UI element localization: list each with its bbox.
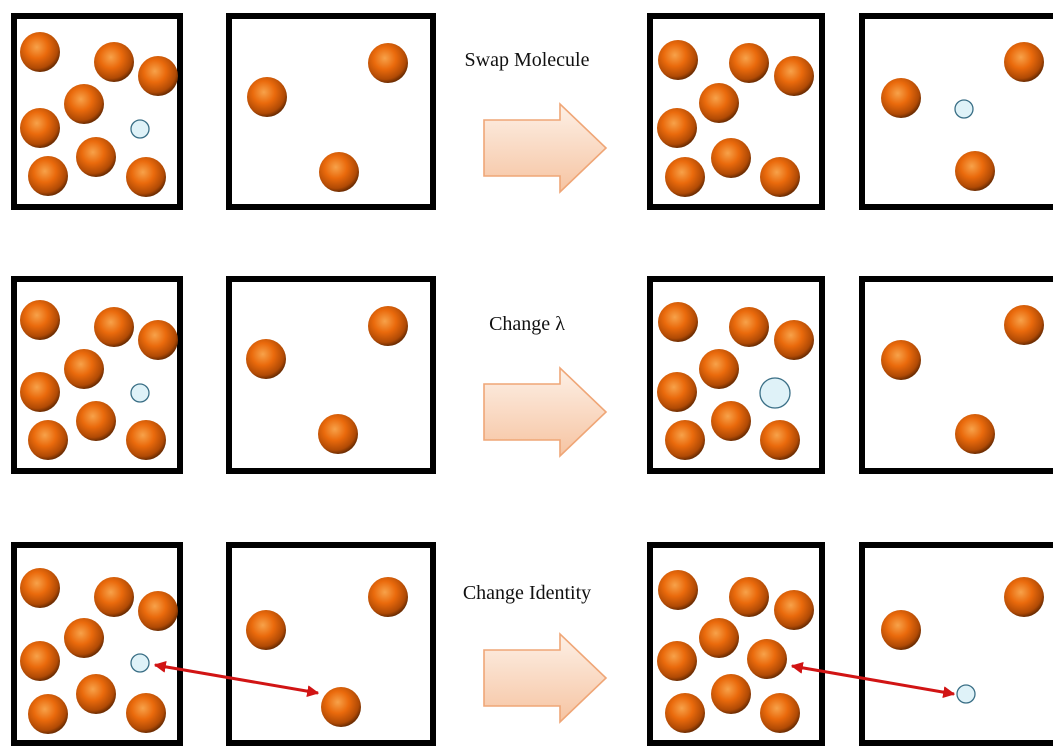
row-3: Change Identity — [11, 542, 1053, 746]
large-molecule — [1004, 577, 1044, 617]
large-molecule — [94, 577, 134, 617]
large-molecule — [729, 577, 769, 617]
large-molecule — [760, 157, 800, 197]
large-molecule — [881, 340, 921, 380]
transition-arrow — [483, 366, 608, 458]
large-molecule — [699, 349, 739, 389]
small-molecule — [956, 684, 976, 704]
large-molecule — [657, 372, 697, 412]
large-molecule — [28, 156, 68, 196]
large-molecule — [729, 307, 769, 347]
large-molecule — [368, 306, 408, 346]
large-molecule — [760, 693, 800, 733]
transition-arrow — [483, 632, 608, 724]
operation-label: Change Identity — [463, 582, 591, 604]
large-molecule — [28, 420, 68, 460]
large-molecule — [699, 83, 739, 123]
large-molecule — [126, 693, 166, 733]
large-molecule — [658, 570, 698, 610]
large-molecule — [955, 151, 995, 191]
row-2: Change λ — [11, 276, 1053, 474]
large-molecule — [657, 641, 697, 681]
large-molecule — [76, 401, 116, 441]
large-molecule — [246, 610, 286, 650]
large-molecule — [20, 641, 60, 681]
large-molecule — [711, 401, 751, 441]
operation-label: Swap Molecule — [465, 49, 590, 71]
large-molecule — [20, 32, 60, 72]
large-molecule — [747, 639, 787, 679]
large-molecule — [126, 157, 166, 197]
identity-swap-arrow-right — [790, 661, 956, 699]
transition-arrow — [483, 102, 608, 194]
large-molecule — [665, 693, 705, 733]
large-molecule — [658, 40, 698, 80]
large-molecule — [321, 687, 361, 727]
large-molecule — [20, 300, 60, 340]
large-molecule — [711, 674, 751, 714]
large-molecule — [1004, 305, 1044, 345]
right-a-box — [647, 542, 825, 746]
large-molecule — [76, 674, 116, 714]
large-molecule — [94, 42, 134, 82]
large-molecule — [20, 108, 60, 148]
large-molecule — [126, 420, 166, 460]
large-molecule — [247, 77, 287, 117]
right-a-box — [647, 13, 825, 210]
large-molecule — [658, 302, 698, 342]
large-molecule — [657, 108, 697, 148]
large-molecule — [138, 591, 178, 631]
large-molecule — [368, 577, 408, 617]
identity-swap-arrow-left — [153, 660, 320, 698]
row-1: Swap Molecule — [11, 13, 1053, 210]
left-a-box — [11, 276, 183, 474]
left-b-box — [226, 276, 436, 474]
large-molecule — [729, 43, 769, 83]
large-molecule — [699, 618, 739, 658]
large-molecule — [318, 414, 358, 454]
large-molecule — [1004, 42, 1044, 82]
large-molecule — [881, 610, 921, 650]
right-b-box — [859, 542, 1053, 746]
large-molecule — [64, 349, 104, 389]
small-molecule — [130, 653, 150, 673]
large-molecule — [20, 372, 60, 412]
large-molecule — [711, 138, 751, 178]
operation-label: Change λ — [489, 313, 565, 335]
large-molecule — [665, 420, 705, 460]
small-molecule — [130, 119, 150, 139]
large-molecule — [20, 568, 60, 608]
small-molecule — [759, 377, 791, 409]
right-b-box — [859, 276, 1053, 474]
large-molecule — [76, 137, 116, 177]
right-b-box — [859, 13, 1053, 210]
large-molecule — [319, 152, 359, 192]
right-a-box — [647, 276, 825, 474]
left-b-box — [226, 13, 436, 210]
left-a-box — [11, 542, 183, 746]
left-b-box — [226, 542, 436, 746]
small-molecule — [954, 99, 974, 119]
large-molecule — [64, 618, 104, 658]
large-molecule — [28, 694, 68, 734]
large-molecule — [774, 320, 814, 360]
large-molecule — [774, 590, 814, 630]
large-molecule — [760, 420, 800, 460]
large-molecule — [955, 414, 995, 454]
large-molecule — [94, 307, 134, 347]
large-molecule — [665, 157, 705, 197]
large-molecule — [138, 320, 178, 360]
small-molecule — [130, 383, 150, 403]
large-molecule — [138, 56, 178, 96]
large-molecule — [368, 43, 408, 83]
large-molecule — [881, 78, 921, 118]
large-molecule — [64, 84, 104, 124]
left-a-box — [11, 13, 183, 210]
large-molecule — [774, 56, 814, 96]
large-molecule — [246, 339, 286, 379]
